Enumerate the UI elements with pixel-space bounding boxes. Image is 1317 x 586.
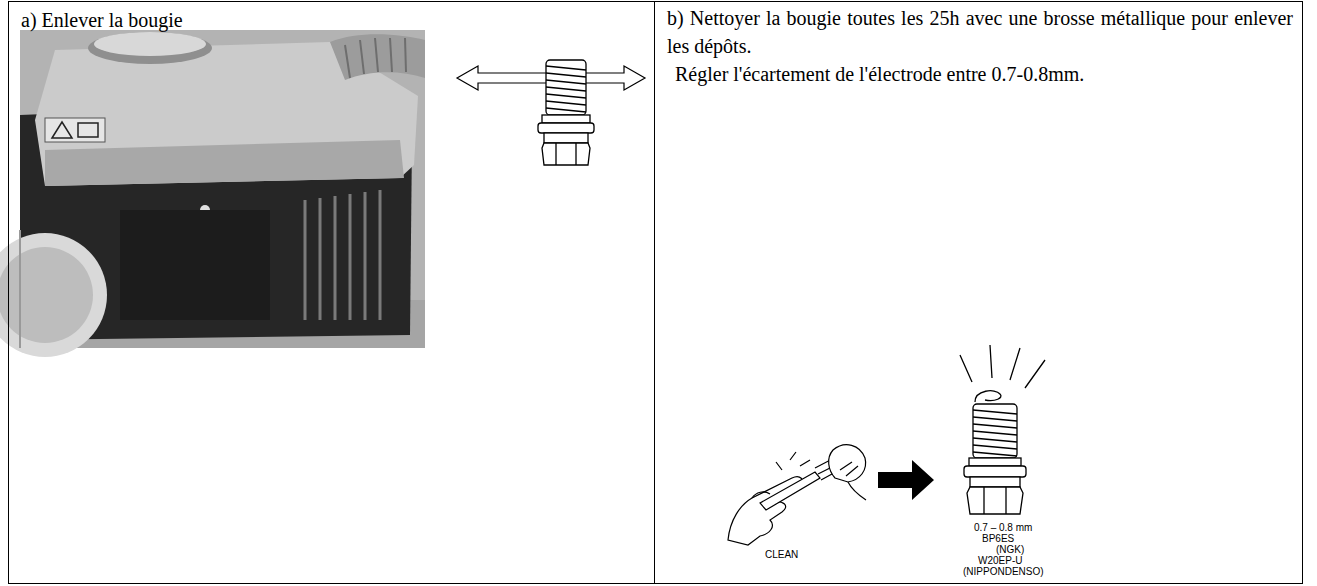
table-cell: b) Nettoyer la bougie toutes les 25h ave… — [654, 1, 1303, 584]
table-cell: a) Enlever la bougie — [8, 1, 655, 584]
step-instruction: Régler l'écartement de l'électrode entre… — [667, 60, 1293, 88]
spark-plug-right — [960, 345, 1045, 514]
hands-cleaning — [728, 445, 866, 545]
gap-dimension: 0.7 – 0.8 mm — [974, 522, 1032, 533]
brand-name: (NGK) — [996, 544, 1024, 555]
part-number: W20EP-U — [978, 555, 1022, 566]
black-arrow — [878, 460, 934, 500]
illustration-caption: CLEAN — [765, 549, 798, 560]
part-number: BP6ES — [982, 533, 1014, 544]
step-instruction: b) Nettoyer la bougie toutes les 25h ave… — [667, 4, 1293, 60]
brand-name: (NIPPONDENSO) — [963, 566, 1044, 577]
spark-plug-left — [538, 60, 594, 165]
step-heading: a) Enlever la bougie — [21, 6, 641, 34]
generator-photo — [0, 30, 425, 357]
